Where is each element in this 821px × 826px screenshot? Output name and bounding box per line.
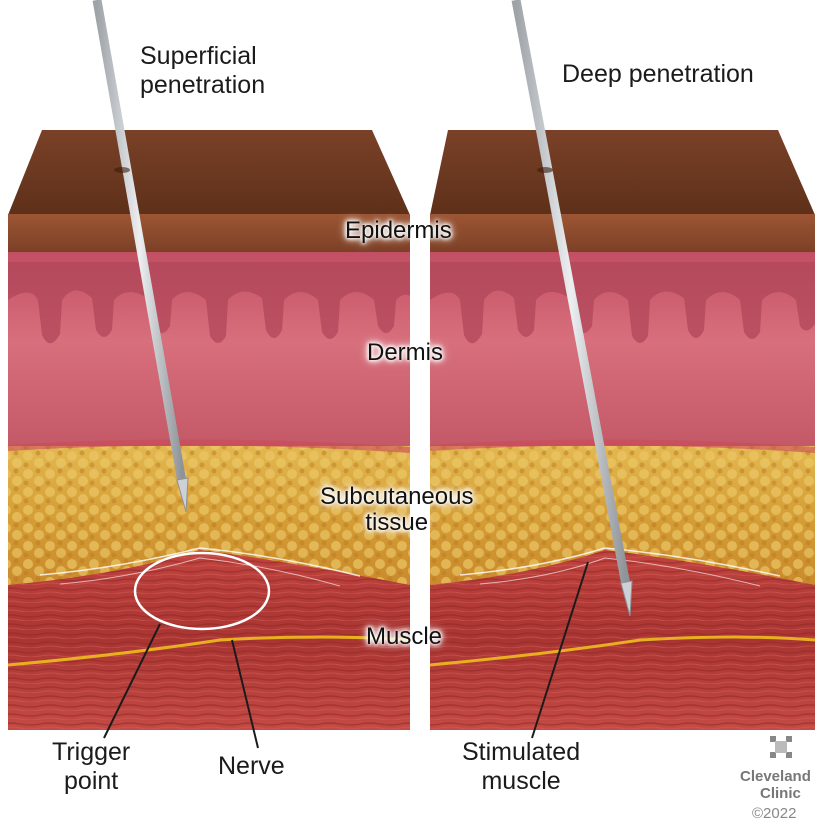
heading-superficial-penetration: Superficial penetration [140,42,265,100]
epidermis-layer-right [430,214,815,254]
label-muscle: Muscle [366,624,442,650]
label-trigger-point: Trigger point [52,738,130,796]
logo-name-line2: Clinic [760,785,801,802]
skin-surface-right [430,130,815,215]
label-nerve: Nerve [218,752,285,781]
skin-block-right [430,0,815,738]
label-epidermis: Epidermis [345,218,452,244]
label-stimulated-muscle: Stimulated muscle [462,738,580,796]
logo-copyright: ©2022 [752,805,796,822]
skin-surface-left [8,130,410,215]
label-subcutaneous-tissue: Subcutaneous tissue [320,484,473,536]
skin-block-left [8,0,410,748]
label-dermis: Dermis [367,340,443,366]
logo-name-line1: Cleveland [740,768,811,785]
heading-deep-penetration: Deep penetration [562,60,754,89]
cleveland-clinic-logo-icon [770,736,792,758]
